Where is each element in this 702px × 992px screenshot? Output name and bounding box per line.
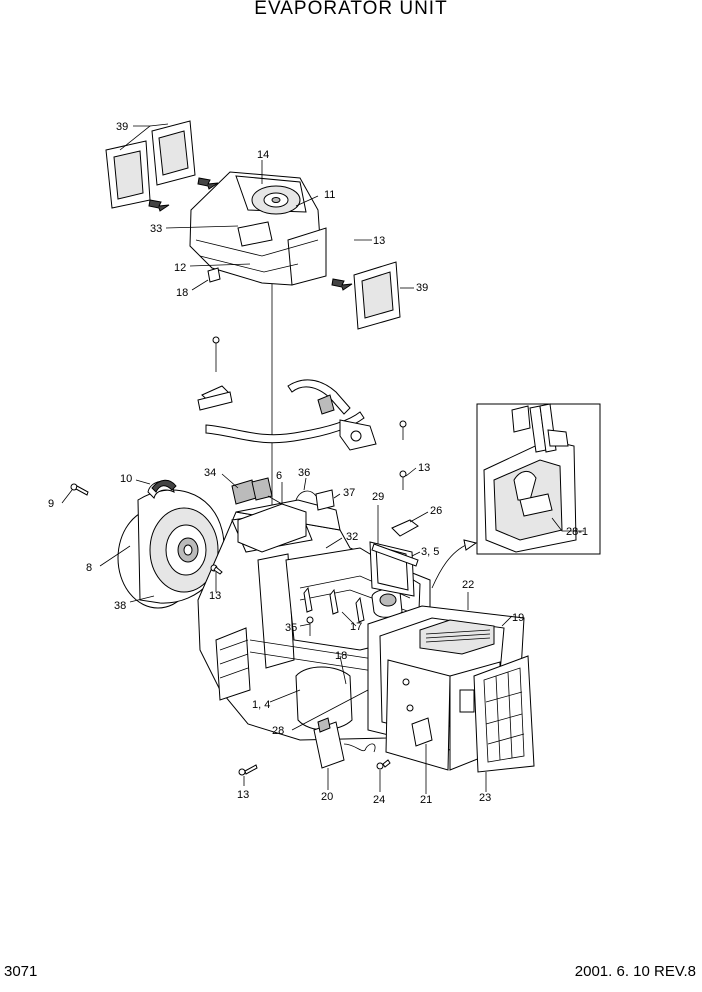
callout-20: 20 <box>321 791 333 803</box>
detail-inset <box>476 403 601 555</box>
screw-9 <box>70 483 89 496</box>
clip-35 <box>306 616 314 636</box>
electric-module <box>231 477 335 553</box>
callout-28: 28 <box>272 725 284 737</box>
callout-13-top: 13 <box>373 235 385 247</box>
screw-13-left <box>210 564 223 575</box>
callout-26: 26 <box>430 505 442 517</box>
blower-assembly <box>117 479 225 609</box>
callout-37: 37 <box>343 487 355 499</box>
refrigerant-piping <box>197 379 377 451</box>
callout-11: 11 <box>324 189 335 201</box>
callout-24: 24 <box>373 794 385 806</box>
callout-35: 35 <box>285 622 297 634</box>
callout-10: 10 <box>120 473 132 485</box>
callout-18-mid: 18 <box>335 650 347 662</box>
callout-6: 6 <box>276 470 282 482</box>
pipe-29 <box>371 543 419 567</box>
callout-32: 32 <box>346 531 358 543</box>
callout-13-left: 13 <box>209 590 221 602</box>
callout-33: 33 <box>150 223 162 235</box>
callout-13-bottom: 13 <box>237 789 249 801</box>
screw-top-right <box>399 420 407 440</box>
screw-13-mid <box>399 470 407 490</box>
callout-23: 23 <box>479 792 491 804</box>
callout-21: 21 <box>420 794 432 806</box>
callout-29: 29 <box>372 491 384 503</box>
upper-housing <box>189 171 327 286</box>
callout-1-4: 1, 4 <box>252 699 270 711</box>
screw-13-bottom <box>238 764 258 776</box>
callout-17: 17 <box>350 621 362 633</box>
revision-date: 2001. 6. 10 REV.8 <box>574 963 696 980</box>
callout-34: 34 <box>204 467 216 479</box>
callout-14: 14 <box>257 149 269 161</box>
diagram-title: EVAPORATOR UNIT <box>254 0 448 19</box>
grille-23 <box>473 655 535 773</box>
clip-26 <box>391 519 419 537</box>
callout-39-right: 39 <box>416 282 428 294</box>
air-filter-right <box>353 261 401 330</box>
page-number: 3071 <box>4 963 38 980</box>
callout-12: 12 <box>174 262 186 274</box>
callout-19: 19 <box>512 612 524 624</box>
leader-lines <box>61 123 584 794</box>
callout-28-1: 28-1 <box>566 526 588 538</box>
air-flow-arrows <box>148 177 353 291</box>
callout-9: 9 <box>48 498 54 510</box>
callout-22: 22 <box>462 579 474 591</box>
screw-24 <box>376 759 391 770</box>
screw-top-left <box>212 336 220 372</box>
callout-39-left: 39 <box>116 121 128 133</box>
callout-38: 38 <box>114 600 126 612</box>
callout-3-5: 3, 5 <box>421 546 439 558</box>
air-filter-left <box>105 120 196 209</box>
actuator-20 <box>313 717 376 769</box>
callout-36: 36 <box>298 467 310 479</box>
callout-18-top: 18 <box>176 287 188 299</box>
callout-8: 8 <box>86 562 92 574</box>
callout-13-mid: 13 <box>418 462 430 474</box>
